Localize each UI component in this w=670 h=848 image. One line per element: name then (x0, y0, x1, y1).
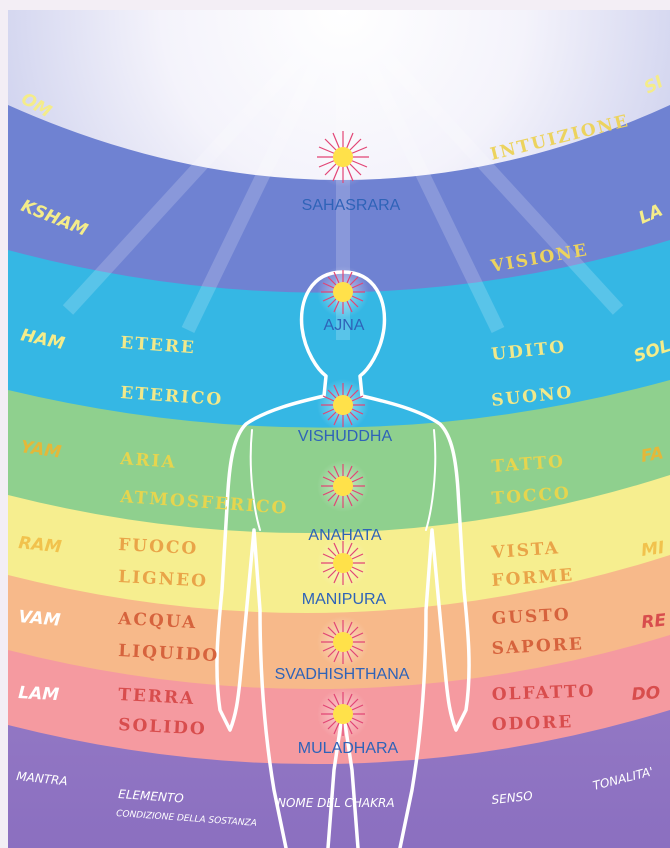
chakra-illustration: SAHASRARA AJNA VISHUDDHA ANAHATA MANIPUR… (8, 10, 670, 848)
sun-icon (317, 688, 369, 740)
sense-olfatto: OLFATTO (491, 681, 595, 705)
chakra-label-svadhishthana: SVADHISHTHANA (275, 666, 410, 683)
element-terra: TERRA (118, 685, 196, 709)
sun-icon (317, 460, 369, 512)
element-fuoco: FUOCO (118, 535, 199, 559)
element-aria: ARIA (119, 449, 178, 473)
sun-icon (317, 616, 369, 668)
sun-icon (317, 379, 369, 431)
sun-icon (317, 537, 369, 589)
element-acqua: ACQUA (117, 609, 198, 633)
sense-gusto: GUSTO (491, 605, 571, 629)
chakra-label-ajna: AJNA (324, 317, 365, 334)
chakra-label-muladhara: MULADHARA (298, 740, 399, 757)
mantra-lam: LAM (18, 683, 60, 705)
legend-nome: NOME DEL CHAKRA (277, 796, 395, 810)
chakra-poster: SAHASRARA AJNA VISHUDDHA ANAHATA MANIPUR… (8, 10, 670, 848)
sense-odore: ODORE (491, 712, 573, 735)
chakra-label-vishuddha: VISHUDDHA (298, 428, 393, 445)
mantra-vam: VAM (18, 607, 62, 631)
chakra-label-manipura: MANIPURA (302, 591, 387, 608)
tone-mi: MI (640, 538, 666, 561)
tone-re: RE (640, 610, 667, 633)
tone-fa: FA (639, 443, 665, 467)
sun-icon (317, 266, 369, 318)
tone-do: DO (631, 683, 661, 705)
chakra-label-sahasrara: SAHASRARA (302, 197, 401, 214)
sun-icon (313, 127, 373, 187)
chakra-label-anahata: ANAHATA (308, 527, 382, 544)
